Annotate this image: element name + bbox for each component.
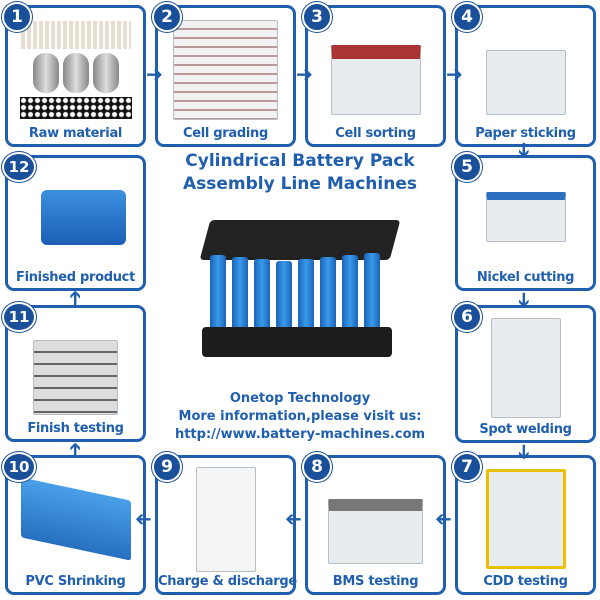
contact-info: Onetop Technology More information,pleas… [150,390,450,444]
step-6-spot-welding: 6 Spot welding [452,302,596,443]
step-number-badge: 5 [452,152,482,182]
step-label: Cell grading [182,126,268,141]
cell-sorting-machine-image [320,18,431,122]
step-label: Charge & discharge [158,574,297,589]
cell-grading-machine-image [170,18,281,122]
step-number-badge: 7 [452,452,482,482]
step-label: BMS testing [332,574,419,589]
nickel-cutting-machine-image [470,168,581,266]
step-label: Raw material [28,126,123,141]
step-label: PVC Shrinking [25,574,126,589]
step-5-nickel-cutting: 5 Nickel cutting [452,152,596,291]
arrow-right-icon: ➔ [296,62,313,86]
company-name: Onetop Technology [229,391,371,406]
step-4-paper-sticking: 4 Paper sticking [452,2,596,147]
step-number-badge: 2 [152,2,182,32]
step-label: Spot welding [479,422,572,437]
step-number-badge: 6 [452,302,482,332]
arrow-up-icon: ➔ [62,441,87,459]
arrow-left-icon: ➔ [435,508,452,532]
step-3-cell-sorting: 3 Cell sorting [302,2,446,147]
step-number-badge: 11 [2,302,36,332]
step-number-badge: 1 [2,2,32,32]
arrow-up-icon: ➔ [62,289,87,307]
battery-pack-image [199,215,401,365]
step-8-bms-testing: 8 BMS testing [302,452,446,595]
step-number-badge: 12 [2,152,36,182]
step-number-badge: 10 [2,452,36,482]
arrow-down-icon: ➔ [512,291,537,309]
step-9-charge-discharge: 9 Charge & discharge [152,452,297,595]
step-number-badge: 4 [452,2,482,32]
info-text: More information,please visit us: [178,409,422,424]
website-link[interactable]: http://www.battery-machines.com [174,427,426,442]
step-12-finished-product: 12 Finished product [2,152,146,291]
arrow-left-icon: ➔ [285,508,302,532]
step-11-finish-testing: 11 Finish testing [2,302,146,442]
pvc-shrinking-machine-image [20,468,131,570]
step-number-badge: 3 [302,2,332,32]
step-label: Paper sticking [475,126,576,141]
arrow-right-icon: ➔ [146,62,163,86]
step-number-badge: 9 [152,452,182,482]
title-line-2: Assembly Line Machines [183,174,417,194]
step-label: Finished product [15,270,136,285]
arrow-left-icon: ➔ [135,508,152,532]
bms-testing-machine-image [320,468,431,570]
arrow-down-icon: ➔ [512,443,537,461]
charge-discharge-machine-image [170,466,281,572]
step-number-badge: 8 [302,452,332,482]
paper-sticking-machine-image [470,18,581,122]
step-7-cdd-testing: 7 CDD testing [452,452,596,595]
arrow-right-icon: ➔ [446,62,463,86]
center-title: Cylindrical Battery Pack Assembly Line M… [150,150,450,196]
step-label: CDD testing [483,574,568,589]
finished-battery-image [20,168,131,266]
cdd-testing-machine-image [470,468,581,570]
spot-welding-machine-image [470,318,581,418]
arrow-down-icon: ➔ [512,141,537,159]
step-2-cell-grading: 2 Cell grading [152,2,296,147]
step-10-pvc-shrinking: 10 PVC Shrinking [2,452,146,595]
step-1-raw-material: 1 Raw material [2,2,146,147]
step-label: Nickel cutting [476,270,575,285]
title-line-1: Cylindrical Battery Pack [185,151,415,171]
raw-material-image [19,18,132,122]
finish-testing-machine-image [20,318,131,417]
step-label: Cell sorting [335,126,416,141]
step-label: Finish testing [27,421,124,436]
